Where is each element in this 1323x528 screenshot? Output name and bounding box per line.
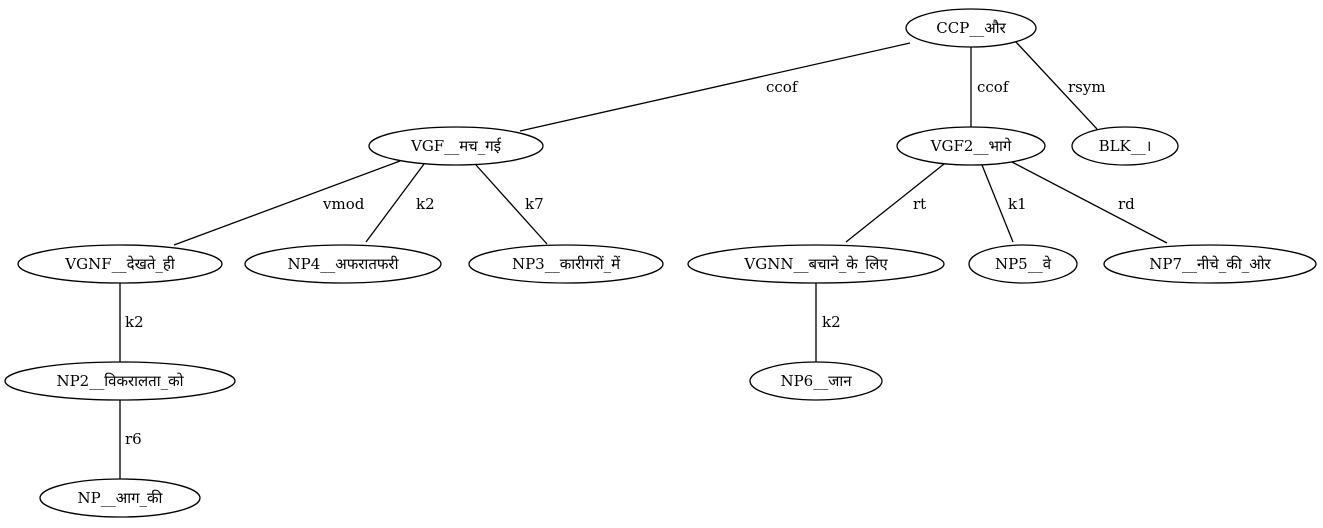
edge-label: ccof (766, 78, 799, 96)
node-ellipse (17, 244, 223, 284)
node-np5: NP5__वे (968, 244, 1078, 284)
edge-vgf-np4: k2 (365, 163, 435, 243)
node-label: VGF2__भागे (930, 137, 1012, 155)
node-label: NP6__जान (780, 372, 852, 390)
node-np2: NP2__विकरालता_को (4, 361, 236, 401)
node-ellipse (1071, 126, 1179, 166)
node-np7: NP7__नीचे_की_ओर (1103, 244, 1317, 284)
node-label: NP3__कारीगरों_में (512, 255, 621, 273)
node-label: NP5__वे (995, 255, 1052, 273)
edges-layer: ccof ccof rsym vmod k2 k7 rt k1 rd k2 k2 r6 (119, 41, 1168, 479)
node-label: VGF__मच_गई (410, 137, 502, 155)
node-ellipse (244, 244, 442, 284)
edge-label: rd (1118, 195, 1135, 213)
edge-label: k2 (822, 313, 841, 331)
node-np: NP__आग_की (39, 478, 201, 518)
node-ellipse (1103, 244, 1317, 284)
edge-ccp-blk: rsym (1015, 41, 1106, 130)
node-vgf: VGF__मच_गई (368, 126, 544, 166)
node-vgnf: VGNF__देखते_ही (17, 244, 223, 284)
node-label: NP2__विकरालता_को (56, 372, 184, 390)
edge-label: k2 (416, 195, 435, 213)
edge-vgf2-np7: rd (1011, 161, 1168, 244)
edge-np2-np: r6 (119, 400, 142, 479)
edge-line (1011, 161, 1168, 244)
node-label: VGNN__बचाने_के_लिए (743, 255, 888, 273)
node-ellipse (39, 478, 201, 518)
node-ellipse (968, 244, 1078, 284)
edge-vgf-np3: k7 (475, 164, 548, 245)
node-label: CCP__और (936, 19, 1006, 37)
edge-label: vmod (322, 195, 365, 213)
node-np4: NP4__अफरातफरी (244, 244, 442, 284)
node-label: NP__आग_की (78, 489, 164, 507)
edge-ccp-vgf2: ccof (970, 47, 1010, 127)
node-vgf2: VGF2__भागे (896, 126, 1046, 166)
node-ellipse (905, 8, 1037, 48)
edge-label: ccof (977, 78, 1010, 96)
edge-ccp-vgf: ccof (519, 42, 911, 132)
node-blk: BLK__। (1071, 126, 1179, 166)
node-vgnn: VGNN__बचाने_के_लिए (687, 244, 945, 284)
node-np6: NP6__जान (749, 361, 883, 401)
edge-vgf-vgnf: vmod (173, 160, 401, 246)
edge-line (173, 160, 401, 246)
node-np3: NP3__कारीगरों_में (468, 244, 664, 284)
edge-vgnf-np2: k2 (119, 283, 144, 362)
edge-label: k7 (525, 195, 544, 213)
edge-label: rt (913, 195, 926, 213)
edge-label: rsym (1068, 78, 1106, 96)
edge-line (519, 42, 911, 132)
edge-line (1015, 41, 1098, 130)
edge-vgf2-np5: k1 (981, 164, 1027, 243)
node-label: VGNF__देखते_ही (64, 255, 176, 273)
node-label: BLK__। (1099, 137, 1152, 155)
node-ellipse (749, 361, 883, 401)
edge-line (981, 164, 1014, 243)
edge-vgnn-np6: k2 (815, 283, 841, 362)
node-label: NP7__नीचे_की_ओर (1149, 255, 1271, 273)
node-ellipse (368, 126, 544, 166)
node-ellipse (468, 244, 664, 284)
edge-label: k2 (125, 313, 144, 331)
node-ccp: CCP__और (905, 8, 1037, 48)
edge-line (365, 163, 425, 243)
node-ellipse (687, 244, 945, 284)
nodes-layer: CCP__और VGF__मच_गई VGF2__भागे BLK__। VGNF__द… (4, 8, 1317, 518)
edge-label: r6 (125, 430, 142, 448)
edge-line (845, 163, 945, 243)
edge-label: k1 (1008, 195, 1027, 213)
node-ellipse (4, 361, 236, 401)
edge-vgf2-vgnn: rt (845, 163, 945, 243)
node-ellipse (896, 126, 1046, 166)
node-label: NP4__अफरातफरी (288, 255, 400, 273)
edge-line (475, 164, 548, 245)
